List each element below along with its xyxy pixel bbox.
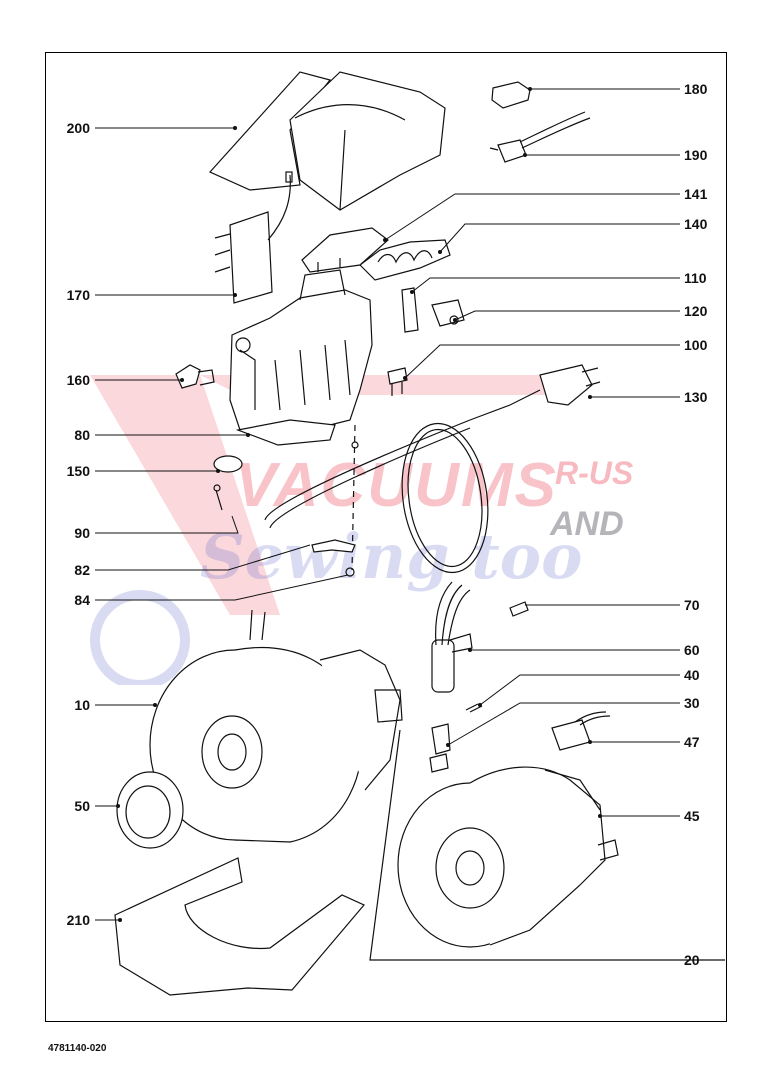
callout-160: 160 (66, 372, 90, 388)
diagram-frame (45, 52, 727, 1022)
callout-140: 140 (684, 216, 708, 232)
part-motor-45 (397, 766, 619, 948)
part-foam-210 (114, 857, 365, 996)
part-cord-130 (264, 364, 601, 574)
callout-82: 82 (74, 562, 90, 578)
callout-170: 170 (66, 287, 90, 303)
callout-210: 210 (66, 912, 90, 928)
part-ring-50 (116, 771, 184, 849)
part-sleeve-60 (431, 581, 473, 693)
leader-dots (116, 87, 602, 922)
callout-150: 150 (66, 463, 90, 479)
part-housing-80 (229, 269, 373, 446)
callout-20: 20 (684, 952, 700, 968)
part-clip-160 (175, 364, 215, 389)
part-board-170 (214, 171, 293, 304)
callout-200: 200 (66, 120, 90, 136)
callout-110: 110 (684, 270, 707, 286)
part-switch-110 (401, 287, 419, 333)
callout-80: 80 (74, 427, 90, 443)
callout-47: 47 (684, 734, 700, 750)
part-screw-70 (509, 601, 529, 617)
part-switch-block-141 (301, 227, 389, 273)
callout-180: 180 (684, 81, 708, 97)
assembly-line-84 (351, 424, 356, 571)
document-number: 4781140-020 (48, 1043, 107, 1054)
callout-50: 50 (74, 798, 90, 814)
callout-40: 40 (684, 667, 700, 683)
part-bracket-30 (429, 723, 451, 773)
callout-130: 130 (684, 389, 708, 405)
part-holder-140 (359, 239, 451, 281)
callout-84: 84 (74, 592, 90, 608)
part-connector-47 (551, 711, 611, 751)
callout-190: 190 (684, 147, 708, 163)
part-thermostat-150 (213, 455, 243, 511)
callout-30: 30 (684, 695, 700, 711)
part-switch-190 (489, 111, 591, 163)
callout-90: 90 (74, 525, 90, 541)
callout-141: 141 (684, 186, 708, 202)
part-switch-120 (431, 299, 465, 327)
part-bracket-82 (311, 539, 356, 553)
callout-120: 120 (684, 303, 708, 319)
callout-60: 60 (684, 642, 700, 658)
callout-70: 70 (684, 597, 700, 613)
callout-10: 10 (74, 697, 90, 713)
part-microswitch-180 (491, 81, 531, 109)
part-connector-100 (387, 367, 408, 396)
leader-20 (369, 729, 725, 961)
callout-100: 100 (684, 337, 708, 353)
part-cover-200 (209, 71, 446, 211)
part-motor-cover-10 (149, 609, 403, 843)
callout-45: 45 (684, 808, 700, 824)
leader-lines (95, 88, 680, 921)
